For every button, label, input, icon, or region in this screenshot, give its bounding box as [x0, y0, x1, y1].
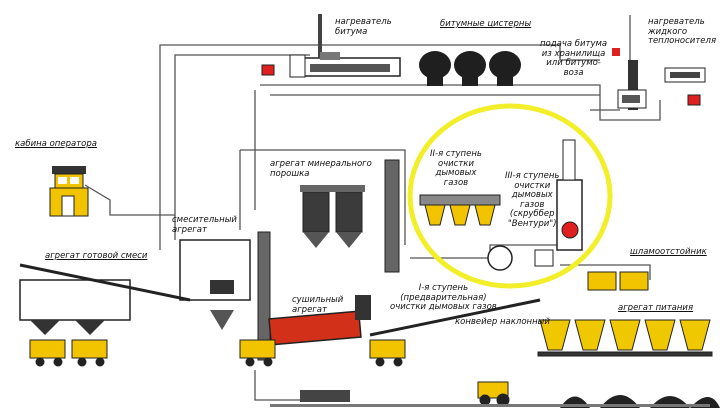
- operator-cabin: [49, 166, 89, 217]
- label-mixing-unit: смесительный агрегат: [172, 215, 237, 235]
- label-inclined-conveyor: конвейер наклонный: [455, 317, 550, 327]
- label-stage3: III-я ступень очистки дымовых газов (скр…: [505, 171, 560, 229]
- trucks: [29, 339, 510, 407]
- label-fluid-heater: нагреватель жидкого теплоносителя: [648, 17, 717, 46]
- label-bitumen-supply: подача битума из хранилища или битумо- в…: [540, 39, 608, 78]
- label-operator-cabin: кабина оператора: [15, 139, 97, 149]
- bitumen-tanks: [419, 51, 521, 86]
- label-drying-unit: сушильный агрегат: [292, 295, 344, 315]
- label-finished-mix: агрегат готовой смеси: [45, 251, 148, 261]
- feed-bins: [537, 319, 713, 357]
- pump-left: [261, 64, 275, 76]
- ground-pile: [300, 390, 350, 402]
- mixing-unit: [179, 239, 251, 330]
- pipe-upper-right: [260, 84, 661, 121]
- fluid-heater: [617, 60, 706, 110]
- dryer-drum: [268, 295, 371, 346]
- label-bitumen-heater: нагреватель битума: [335, 17, 392, 37]
- label-feed-unit: агрегат питания: [618, 303, 694, 313]
- label-stage2: II-я ступень очистки дымовых газов: [430, 149, 482, 188]
- ground-line: [270, 404, 710, 407]
- elevator-right: [384, 159, 400, 273]
- sludge-tank: [587, 271, 649, 291]
- pump-mid: [612, 48, 620, 56]
- highlight-ring: [407, 103, 613, 289]
- pipe-cabin: [84, 184, 175, 216]
- inclined-conveyor: [369, 298, 541, 337]
- bitumen-heater: [289, 14, 401, 78]
- finished-mix-storage: [19, 263, 191, 335]
- label-stage1: I-я ступень (предварительная) очистки ды…: [390, 283, 497, 312]
- stage2-filters: [419, 194, 501, 226]
- mineral-powder-silos: [300, 185, 365, 248]
- label-mineral-powder: агрегат минерального порошка: [270, 159, 372, 179]
- pipe-top-second: [174, 54, 310, 240]
- label-sludge-tank: шламоотстойник: [630, 247, 707, 257]
- label-bitumen-tanks: битумные цистерны: [440, 19, 532, 29]
- venturi-scrubber: [487, 139, 583, 271]
- pump-right: [687, 94, 701, 106]
- pipe-to-sludge: [560, 264, 651, 280]
- pipe-mid-horizontal: [239, 149, 406, 245]
